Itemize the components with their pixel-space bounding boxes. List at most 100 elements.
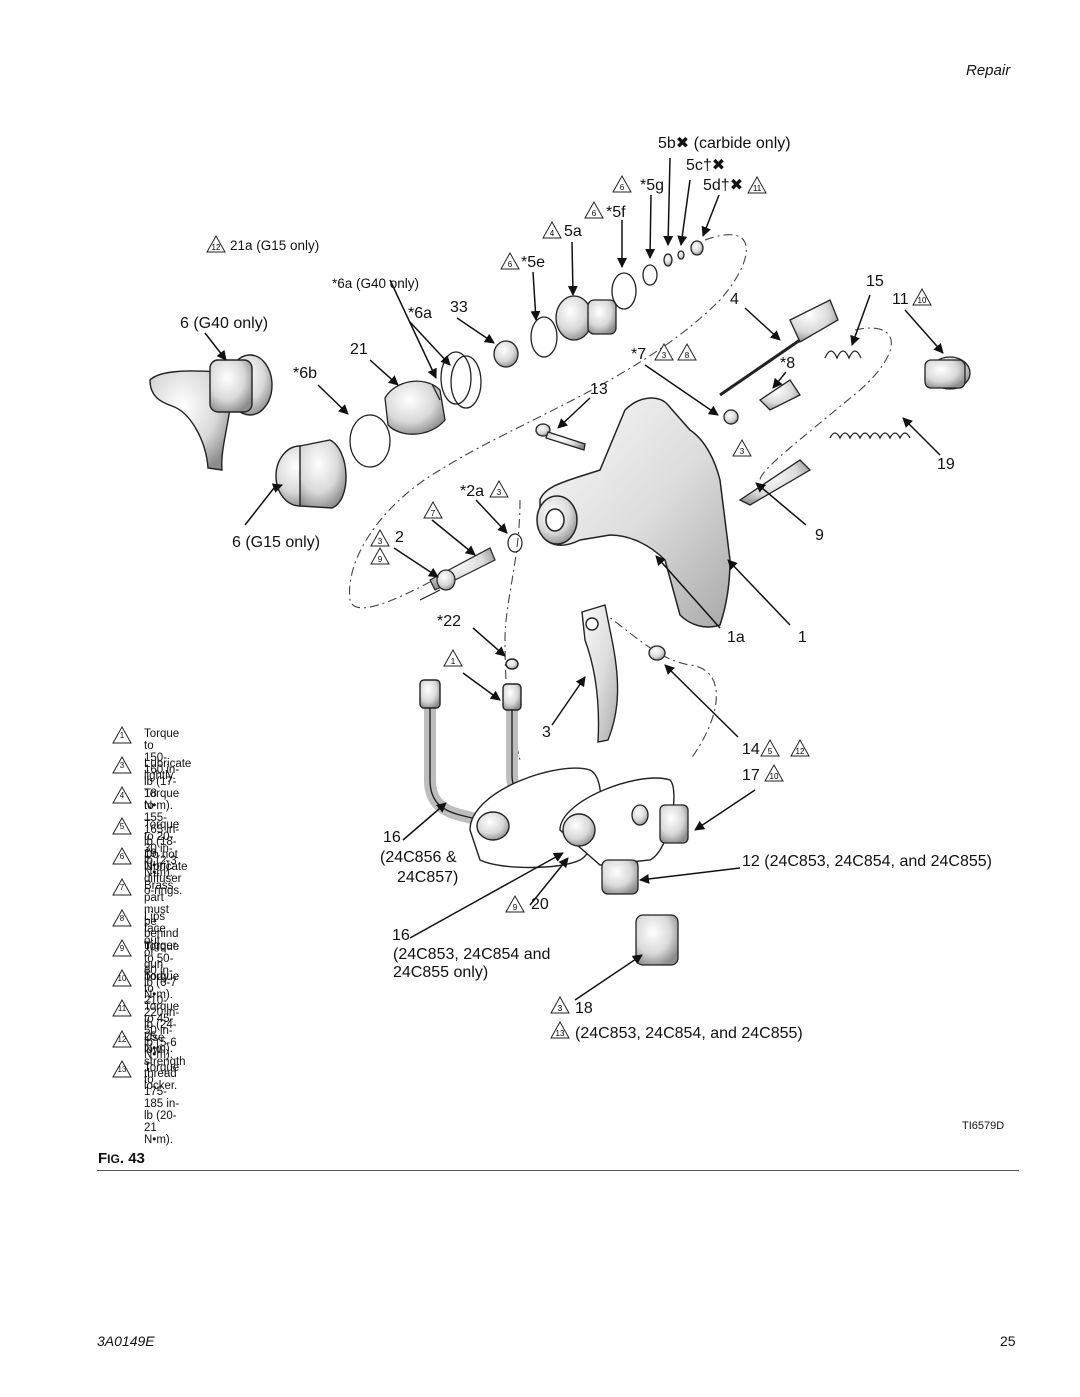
triangle-icon [112,909,132,927]
svg-text:6: 6 [508,260,513,269]
svg-text:13: 13 [556,1029,565,1038]
callout-6a: *6a [408,305,432,322]
figure-rule [97,1170,1019,1171]
svg-text:10: 10 [770,772,779,781]
triangle-icon [112,1030,132,1048]
callout-19: 19 [937,456,955,473]
callout-16b-line2: 24C855 only) [393,964,488,981]
callout-3: 3 [542,724,551,741]
triangle-mark: 3 [370,528,390,547]
callout-6b: *6b [293,365,317,382]
callout-16b-num: 16 [392,927,410,944]
valve-parts [419,533,523,601]
diffuser-parts [349,240,704,468]
triangle-mark: 4 [542,220,562,239]
triangle-mark: 1 [443,648,463,667]
callout-16a-line1: (24C856 & [380,849,457,866]
triangle-icon [112,1060,132,1078]
callout-5c: 5c†✖ [686,157,725,174]
figure-number: 43 [128,1150,145,1167]
leader-lines [204,157,944,1001]
callout-21a: 21a (G15 only) [230,238,319,253]
triangle-mark: 6 [500,251,520,270]
technical-illustration-code: TI6579D [962,1120,1005,1132]
tip-guard-g15 [275,439,347,509]
callout-6-g15: 6 (G15 only) [232,534,320,551]
callout-15: 15 [866,273,884,290]
callout-5f: *5f [606,204,626,221]
triangle-icon [112,786,132,804]
callout-6-g40: 6 (G40 only) [180,315,268,332]
triangle-mark: 13 [550,1020,570,1039]
triangle-mark: 6 [612,174,632,193]
gun-body [536,397,731,628]
callout-20: 20 [531,896,549,913]
callout-16b-line1: (24C853, 24C854 and [393,946,550,963]
callout-2a: *2a [460,483,484,500]
triangle-mark: 3 [732,438,752,457]
svg-text:9: 9 [513,903,518,912]
triangle-mark: 9 [505,894,525,913]
callout-16a-num: 16 [383,829,401,846]
triangle-mark: 12 [790,738,810,757]
triangle-mark: 9 [370,546,390,565]
callout-2: 2 [395,529,404,546]
triangle-icon [112,878,132,896]
svg-text:3: 3 [740,447,745,456]
triangle-mark: 11 [747,175,767,194]
section-title: Repair [966,62,1011,79]
callout-5e: *5e [521,254,545,271]
svg-text:3: 3 [497,488,502,497]
trigger [581,604,619,743]
triangle-mark: 10 [764,763,784,782]
triangle-mark: 3 [654,342,674,361]
callout-1a: 1a [727,629,745,646]
triangle-mark: 10 [912,287,932,306]
triangle-icon [112,969,132,987]
callout-labels: 5b✖ (carbide only) 5c†✖ *5g 5d†✖ *5f 5a … [180,135,992,1042]
callout-33: 33 [450,299,468,316]
callout-13: 13 [590,381,608,398]
triangle-icon [112,939,132,957]
callout-16a-line2: 24C857) [397,869,458,886]
footer-document-number: 3A0149E [97,1333,155,1349]
tip-housing [384,380,446,435]
svg-text:4: 4 [550,229,555,238]
figure-label-f: F [98,1150,108,1167]
callout-7: *7 [631,346,646,363]
footer-page-number: 25 [1000,1333,1016,1349]
callout-14: 14 [742,741,760,758]
callout-1: 1 [798,629,807,646]
svg-text:6: 6 [620,183,625,192]
svg-text:12: 12 [212,243,221,252]
svg-text:12: 12 [796,747,805,756]
triangle-icon [112,999,132,1017]
callout-4: 4 [730,291,739,308]
needle-assembly [719,299,971,506]
callout-8: *8 [780,355,795,372]
triangle-mark: 7 [423,500,443,519]
callout-21: 21 [350,341,368,358]
triangle-icon [112,817,132,835]
fittings [601,645,689,966]
triangle-mark: 12 [206,234,226,253]
triangle-icon [112,847,132,865]
svg-text:9: 9 [378,555,383,564]
screw-13 [535,423,586,451]
callout-5d: 5d†✖ [703,177,743,194]
callout-9: 9 [815,527,824,544]
svg-text:10: 10 [918,296,927,305]
callout-6a-g40: *6a (G40 only) [332,276,419,291]
fluid-tubes [419,658,675,869]
triangle-marks: 6 6 11 4 12 6 3 8 3 3 7 3 9 1 5 12 10 9 … [206,174,932,1039]
triangle-mark: 8 [677,342,697,361]
triangle-mark: 5 [760,738,780,757]
callout-17: 17 [742,767,760,784]
callout-5a: 5a [564,223,582,240]
figure-caption: FIG. 43 [98,1150,145,1167]
tip-guard-g40 [149,354,273,471]
svg-text:3: 3 [558,1004,563,1013]
triangle-mark: 3 [489,479,509,498]
svg-text:6: 6 [592,209,597,218]
